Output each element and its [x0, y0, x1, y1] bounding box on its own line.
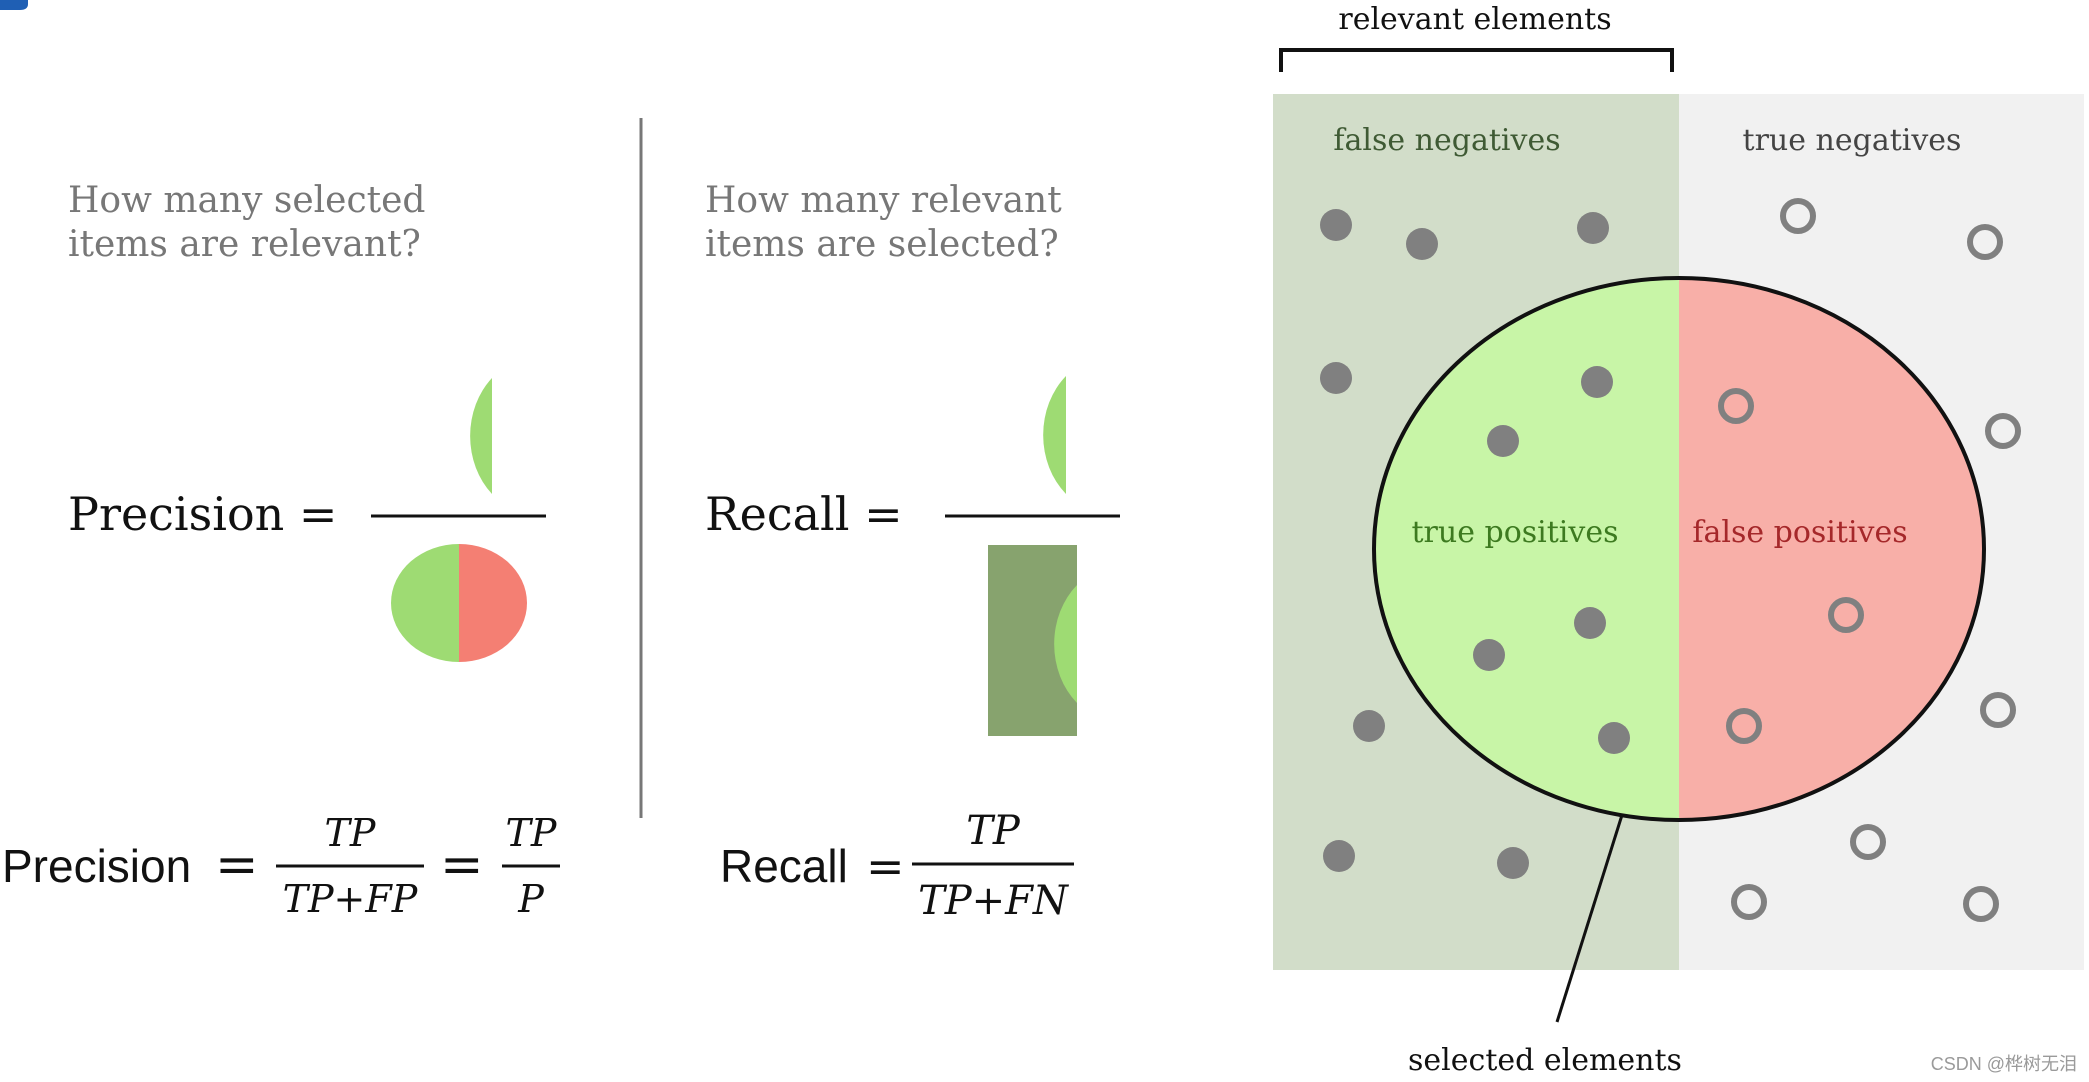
irrelevant-dot [1850, 824, 1886, 860]
irrelevant-dot [1985, 413, 2021, 449]
relevant-dot [1320, 362, 1352, 394]
relevant-dot [1320, 209, 1352, 241]
relevant-dot [1574, 607, 1606, 639]
relevant-dot [1581, 366, 1613, 398]
precision-formula-eq1: = [215, 835, 259, 895]
relevant-dots [1320, 209, 1630, 879]
precision-visual-label: Precision = [68, 487, 337, 541]
selected-elements-outline [1372, 276, 1986, 822]
relevant-bracket [1279, 48, 1674, 72]
relevant-elements-label: relevant elements [1338, 2, 1611, 37]
relevant-dot [1323, 840, 1355, 872]
irrelevant-dot [1980, 692, 2016, 728]
precision-question-line1: How many selected [68, 180, 425, 221]
precision-formula-denominator2: P [517, 877, 545, 921]
relevant-dot [1598, 722, 1630, 754]
relevant-dot [1497, 847, 1529, 879]
irrelevant-dot [1963, 886, 1999, 922]
recall-denominator-half-disc [1054, 585, 1077, 703]
selection-diagram: relevant elements false negatives true n… [1273, 2, 2084, 1078]
irrelevant-dot [1828, 597, 1864, 633]
recall-numerator-half-disc [1043, 376, 1066, 494]
precision-formula-numerator2: TP [506, 811, 558, 855]
irrelevant-dot [1780, 198, 1816, 234]
true-positives-region [1374, 278, 1679, 820]
recall-question-line1: How many relevant [705, 180, 1062, 221]
recall-formula: Recall = TP TP+FN [720, 808, 1074, 924]
precision-formula-denominator: TP+FP [283, 877, 419, 921]
irrelevant-dot [1967, 224, 2003, 260]
precision-formula-eq2: = [440, 835, 484, 895]
recall-formula-eq: = [866, 839, 905, 893]
precision-formula-word: Precision [2, 840, 191, 892]
watermark: CSDN @桦树无泪 [1930, 1054, 2077, 1074]
precision-denominator-green-half [391, 544, 459, 662]
precision-numerator-half-disc [470, 378, 492, 494]
recall-question-line2: items are selected? [705, 224, 1059, 265]
true-negatives-label: true negatives [1743, 123, 1962, 158]
relevant-dot [1406, 228, 1438, 260]
relevant-dot [1577, 212, 1609, 244]
irrelevant-dot [1726, 708, 1762, 744]
recall-explainer: How many relevant items are selected? Re… [705, 180, 1120, 736]
precision-formula-numerator: TP [325, 811, 377, 855]
selected-elements-label: selected elements [1408, 1043, 1682, 1078]
recall-formula-word: Recall [720, 840, 848, 892]
selected-pointer-line [1555, 814, 1624, 1023]
relevant-dot [1353, 710, 1385, 742]
precision-question-line2: items are relevant? [68, 224, 421, 265]
corner-badge [0, 0, 28, 10]
irrelevant-dots [1718, 198, 2021, 922]
relevant-dot [1473, 639, 1505, 671]
precision-formula: Precision = TP TP+FP = TP P [2, 811, 560, 921]
recall-formula-denominator: TP+FN [918, 878, 1070, 924]
irrelevant-dot [1731, 884, 1767, 920]
false-positives-region [1679, 278, 1984, 820]
recall-formula-numerator: TP [966, 808, 1021, 854]
irrelevant-dot [1718, 388, 1754, 424]
relevant-dot [1487, 425, 1519, 457]
true-positives-label: true positives [1411, 515, 1618, 550]
false-positives-label: false positives [1692, 515, 1907, 550]
false-negatives-label: false negatives [1333, 123, 1560, 158]
recall-visual-label: Recall = [705, 487, 903, 541]
precision-denominator-red-half [459, 544, 527, 662]
precision-explainer: How many selected items are relevant? Pr… [68, 180, 546, 662]
